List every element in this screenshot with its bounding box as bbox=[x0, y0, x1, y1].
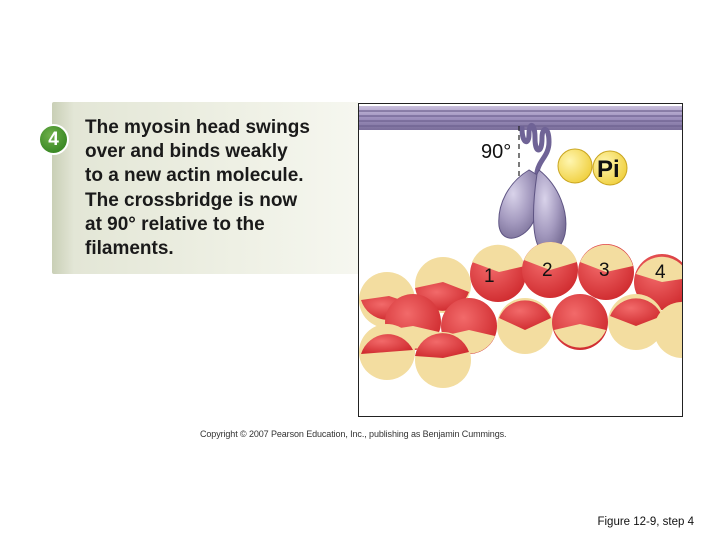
step-number-badge: 4 bbox=[38, 124, 69, 155]
myosin-head bbox=[498, 169, 567, 254]
myosin-actin-figure: Pi 90° bbox=[358, 103, 683, 417]
caption-panel bbox=[52, 102, 358, 274]
copyright-notice: Copyright © 2007 Pearson Education, Inc.… bbox=[200, 429, 507, 439]
angle-label: 90° bbox=[481, 141, 511, 163]
actin-number-2: 2 bbox=[542, 260, 553, 281]
actin-number-4: 4 bbox=[655, 262, 666, 283]
actin-number-3: 3 bbox=[599, 260, 610, 281]
figure-label: Figure 12-9, step 4 bbox=[597, 516, 694, 528]
actin-number-1: 1 bbox=[484, 266, 495, 287]
step-caption: The myosin head swings over and binds we… bbox=[85, 117, 310, 260]
phosphate-group bbox=[557, 148, 593, 184]
myosin-neck bbox=[519, 123, 552, 175]
phosphate-label: Pi bbox=[597, 156, 620, 183]
actin-filament: 1 2 3 4 bbox=[359, 241, 682, 388]
